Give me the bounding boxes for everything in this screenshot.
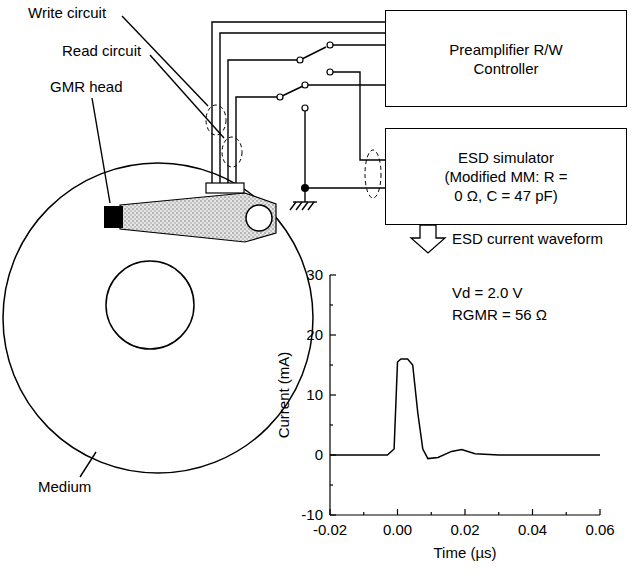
tick (330, 424, 333, 425)
tick (329, 509, 330, 515)
chart-label: RGMR = 56 Ω (452, 306, 547, 324)
tick-label: 30 (306, 266, 323, 284)
tick (566, 512, 567, 515)
gmr-head (104, 206, 123, 228)
tick-label: -0.02 (313, 521, 347, 539)
tick (397, 509, 398, 515)
tick (599, 509, 600, 515)
chart-label: Current (mA) (275, 352, 293, 439)
box-text: (Modified MM: R = 0 Ω, C = 47 pF) (441, 167, 571, 205)
box-text: Preamplifier R/W Controller (441, 40, 571, 78)
tick (330, 364, 333, 365)
part-label: Medium (38, 478, 91, 496)
cable-marks (206, 105, 381, 198)
tick (431, 512, 432, 515)
tick (330, 394, 336, 395)
disk-medium (3, 163, 313, 473)
tick (330, 304, 333, 305)
tick-label: 0.00 (383, 521, 412, 539)
device-box: ESD simulator(Modified MM: R = 0 Ω, C = … (385, 128, 627, 225)
tick (330, 484, 333, 485)
junction-dot (301, 184, 309, 192)
part-label: Read circuit (62, 42, 141, 60)
chart-label: Time (µs) (433, 544, 496, 562)
part-label: ESD current waveform (452, 230, 603, 248)
tick (464, 509, 465, 515)
tick-label: 0.06 (585, 521, 614, 539)
tick-label: 10 (306, 386, 323, 404)
tick-label: 0.04 (518, 521, 547, 539)
device-box: Preamplifier R/W Controller (385, 10, 627, 107)
tick (532, 509, 533, 515)
chart-axes (330, 275, 600, 515)
wires (80, 16, 385, 477)
tick-label: 0.02 (450, 521, 479, 539)
tick (363, 512, 364, 515)
pivot (246, 205, 272, 231)
tick-label: 0 (315, 446, 323, 464)
chart-label: Vd = 2.0 V (452, 284, 522, 302)
part-label: Write circuit (28, 4, 106, 22)
disk-hub (106, 261, 194, 349)
tick (330, 514, 336, 515)
part-label: GMR head (50, 78, 123, 96)
tick (498, 512, 499, 515)
waveform (330, 359, 600, 459)
block-arrow (411, 225, 445, 253)
tick-label: 20 (306, 326, 323, 344)
tick (330, 334, 336, 335)
connector-block (206, 183, 244, 193)
box-text: ESD simulator (458, 148, 554, 167)
actuator-arm (120, 193, 276, 242)
tick (330, 274, 336, 275)
switch-contacts (277, 42, 333, 111)
